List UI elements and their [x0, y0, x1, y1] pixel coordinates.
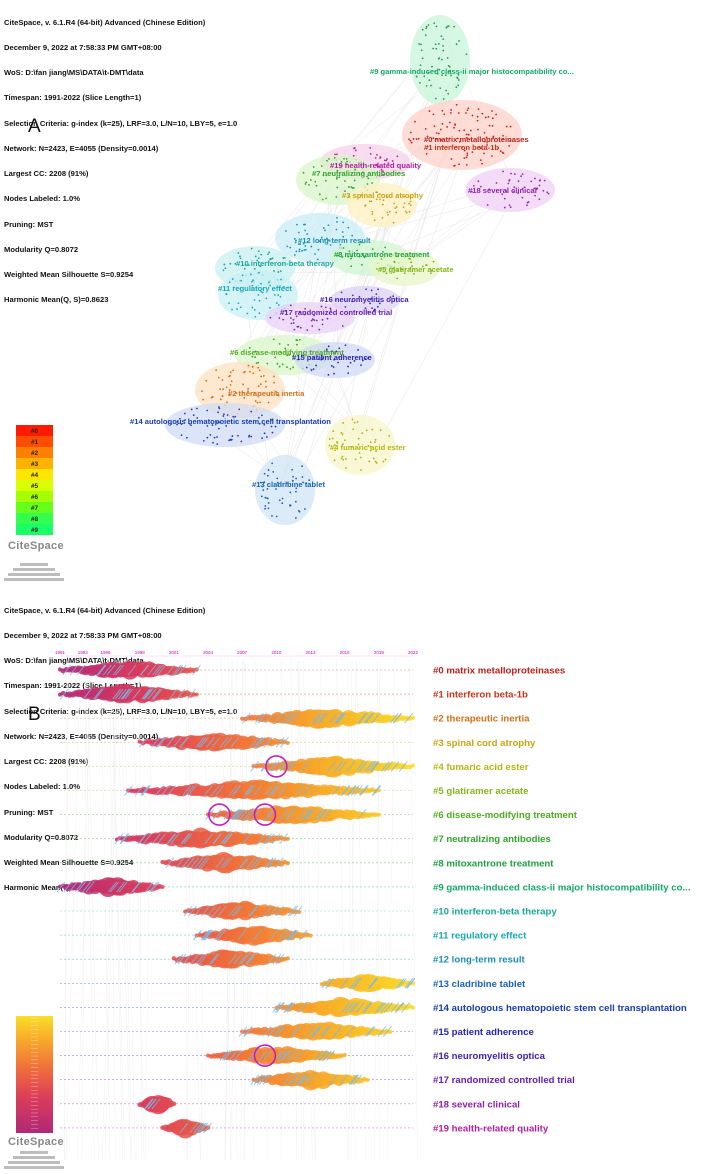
timeline-row-19: #19 health-related quality	[60, 1119, 549, 1139]
citation-node	[411, 1006, 415, 1010]
year-tick-label: 1993	[78, 650, 89, 655]
citation-node	[286, 837, 290, 841]
citation-node	[171, 1101, 176, 1106]
timeline-cluster-label: #11 regulatory effect	[433, 931, 527, 942]
timeline-row-9: #9 gamma-induced class-ii major histocom…	[57, 877, 690, 897]
timeline-cluster-label: #3 spinal cord atrophy	[433, 738, 536, 749]
logo-text-b: CiteSpace	[8, 1136, 64, 1148]
timeline-row-15: #15 patient adherence	[60, 1022, 534, 1041]
citation-node	[195, 692, 199, 696]
timeline-row-2: #2 therapeutic inertia	[60, 709, 530, 729]
timeline-row-17: #17 randomized controlled trial	[60, 1070, 575, 1090]
timeline-link	[82, 660, 87, 1160]
citespace-logo-b: CiteSpace	[2, 1136, 68, 1174]
timeline-row-4: #4 fumaric acid ester	[60, 756, 529, 778]
timeline-link	[356, 660, 365, 1160]
timeline-link	[112, 660, 124, 1160]
timeline-cluster-label: #18 several clinical	[433, 1099, 520, 1110]
citation-node	[286, 861, 290, 865]
timeline-link	[124, 660, 136, 1160]
timeline-cluster-label: #15 patient adherence	[433, 1027, 534, 1038]
timeline-link	[387, 660, 395, 1160]
timeline-cluster-label: #10 interferon-beta therapy	[433, 907, 557, 918]
timeline-cluster-label: #1 interferon beta-1b	[433, 690, 528, 701]
timeline-cluster-label: #8 mitoxantrone treatment	[433, 858, 554, 869]
timeline-cluster-label: #4 fumaric acid ester	[433, 762, 529, 773]
timeline-link	[133, 660, 145, 1160]
timeline-row-1: #1 interferon beta-1b	[58, 684, 528, 704]
year-color-bar	[16, 1016, 53, 1133]
timeline-link	[120, 660, 132, 1160]
timeline-row-14: #14 autologous hematopoietic stem cell t…	[60, 997, 687, 1017]
citation-node	[286, 741, 290, 745]
timeline-row-10: #10 interferon-beta therapy	[60, 901, 557, 921]
year-tick-label: 2010	[271, 650, 282, 655]
timeline-cluster-label: #0 matrix metalloproteinases	[433, 666, 565, 677]
timeline-cluster-label: #12 long-term result	[433, 955, 526, 966]
timeline-cluster-label: #9 gamma-induced class-ii major histocom…	[433, 882, 691, 893]
timeline-cluster-label: #5 glatiramer acetate	[433, 786, 528, 797]
timeline-link	[112, 660, 123, 1160]
timeline-link	[102, 660, 117, 1160]
year-tick-label: 2007	[237, 650, 248, 655]
timeline-link	[109, 660, 115, 1160]
year-tick-label: 2004	[203, 650, 214, 655]
timeline-row-13: #13 cladribine tablet	[60, 974, 526, 992]
timeline-row-12: #12 long-term result	[60, 950, 526, 969]
timeline-cluster-label: #2 therapeutic inertia	[433, 714, 530, 725]
timeline-link	[117, 660, 131, 1160]
timeline-row-5: #5 glatiramer acetate	[60, 779, 528, 800]
citation-node	[343, 1053, 347, 1057]
year-tick-label: 1995	[101, 650, 112, 655]
year-tick-label: 2013	[306, 650, 317, 655]
timeline-cluster-label: #7 neutralizing antibodies	[433, 834, 551, 845]
timeline-cluster-label: #19 health-related quality	[433, 1123, 549, 1134]
timeline-cluster-label: #14 autologous hematopoietic stem cell t…	[433, 1003, 687, 1014]
timeline-link	[409, 660, 418, 1160]
citation-node	[365, 1078, 369, 1082]
year-tick-label: 2001	[169, 650, 180, 655]
timeline-link	[351, 660, 355, 1160]
timeline-row-6: #6 disease-modifying treatment	[60, 805, 578, 824]
timeline-link	[145, 660, 151, 1160]
citation-node	[286, 956, 290, 960]
timeline-link	[105, 660, 118, 1160]
year-tick-label: 2019	[374, 650, 385, 655]
year-tick-label: 2022	[408, 650, 419, 655]
timeline-row-7: #7 neutralizing antibodies	[60, 828, 551, 849]
timeline-link	[101, 660, 110, 1160]
citation-node	[411, 716, 415, 720]
timeline-cluster-label: #16 neuromyelitis optica	[433, 1051, 546, 1062]
citation-node	[308, 934, 312, 938]
year-tick-label: 1991	[55, 650, 66, 655]
year-tick-label: 2016	[340, 650, 351, 655]
timeline-row-3: #3 spinal cord atrophy	[60, 733, 536, 752]
citation-node	[377, 813, 381, 817]
year-tick-label: 1998	[135, 650, 146, 655]
timeline-cluster-label: #6 disease-modifying treatment	[433, 810, 578, 821]
timeline-link	[140, 660, 142, 1160]
citation-node	[411, 763, 415, 767]
timeline-row-0: #0 matrix metalloproteinases	[58, 661, 565, 680]
citation-node	[160, 885, 164, 889]
timeline-cluster-label: #13 cladribine tablet	[433, 979, 526, 990]
timeline-cluster-label: #17 randomized controlled trial	[433, 1075, 575, 1086]
timeline-row-8: #8 mitoxantrone treatment	[60, 852, 554, 873]
